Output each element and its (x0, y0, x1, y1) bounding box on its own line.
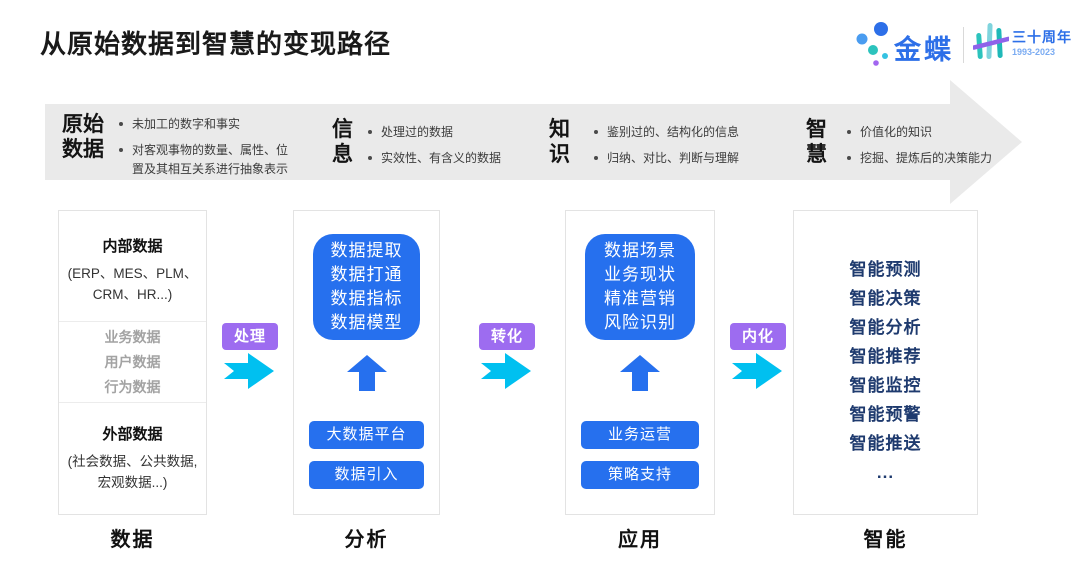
footer-data: 数据 (110, 529, 155, 551)
stage-wisdom: 智慧 价值化的知识 挖掘、提炼后的决策能力 (806, 117, 1015, 175)
bullet-row: 鉴别过的、结构化的信息 (594, 123, 784, 142)
banner-arrow-body (45, 104, 950, 180)
bullet-row: 处理过的数据 (368, 123, 536, 142)
bullet-row: 实效性、有含义的数据 (368, 149, 536, 168)
external-data-section: 外部数据 (社会数据、公共数据,宏观数据...) (59, 403, 206, 514)
bullet-row: 价值化的知识 (847, 123, 1015, 142)
internal-data-sources: (ERP、MES、PLM、CRM、HR...) (67, 266, 198, 302)
anniversary-years: 1993-2023 (1012, 47, 1056, 57)
card-line: 风险识别 (604, 313, 676, 332)
bullet-row: 归纳、对比、判断与理解 (594, 149, 784, 168)
smart-item: 智能预警 (849, 405, 922, 424)
column-analysis-box: 数据提取 数据打通 数据指标 数据模型 大数据平台 数据引入 (293, 210, 440, 515)
card-line: 数据场景 (604, 241, 676, 260)
card-line: 数据打通 (330, 265, 403, 284)
smart-item: 智能决策 (849, 289, 922, 308)
data-type-item: 行为数据 (104, 378, 161, 395)
kingdee-dots-icon (856, 22, 888, 66)
card-line: 数据提取 (330, 241, 403, 260)
footer-intelligence: 智能 (863, 529, 908, 551)
kingdee-brand-name: 金蝶 (894, 35, 954, 65)
business-operation-label: 业务运营 (581, 421, 699, 449)
stage-label: 信息 (332, 118, 353, 166)
stage-knowledge: 知识 鉴别过的、结构化的信息 归纳、对比、判断与理解 (549, 117, 784, 175)
stage-label: 原始数据 (62, 113, 104, 161)
flow-internalize: 内化 (729, 323, 787, 390)
footer-analysis: 分析 (344, 529, 389, 551)
stage-bullets: 鉴别过的、结构化的信息 归纳、对比、判断与理解 (594, 117, 784, 175)
bullet-dot-icon (368, 130, 372, 134)
bullet-row: 挖掘、提炼后的决策能力 (847, 149, 1015, 168)
stage-information: 信息 处理过的数据 实效性、有含义的数据 (332, 117, 536, 175)
smart-item: 智能监控 (849, 376, 922, 395)
big-data-platform-label: 大数据平台 (309, 421, 424, 449)
strategy-support-label: 策略支持 (581, 461, 699, 489)
external-data-title: 外部数据 (102, 426, 163, 443)
stage-bullets: 处理过的数据 实效性、有含义的数据 (368, 117, 536, 175)
up-arrow-icon (346, 355, 387, 391)
bullet-dot-icon (594, 130, 598, 134)
stage-label: 智慧 (806, 118, 827, 166)
smart-item-ellipsis: ... (876, 463, 895, 482)
data-type-item: 用户数据 (104, 353, 161, 370)
column-data-box: 内部数据 (ERP、MES、PLM、CRM、HR...) 业务数据 用户数据 行… (58, 210, 207, 515)
right-arrow-icon (224, 353, 274, 389)
page-title: 从原始数据到智慧的变现路径 (40, 29, 392, 59)
bullet-dot-icon (594, 156, 598, 160)
thirty-anniversary-icon (973, 23, 1009, 60)
stage-label: 知识 (549, 118, 570, 166)
bullet-dot-icon (119, 148, 123, 152)
column-application-box: 数据场景 业务现状 精准营销 风险识别 业务运营 策略支持 (565, 210, 715, 515)
smart-item: 智能推送 (849, 434, 922, 453)
right-arrow-icon (481, 353, 531, 389)
internal-data-title: 内部数据 (102, 238, 163, 255)
smart-item: 智能预测 (849, 260, 922, 279)
card-line: 数据指标 (330, 289, 403, 308)
card-line: 业务现状 (604, 265, 676, 284)
smart-item: 智能推荐 (849, 347, 922, 366)
flow-transform: 转化 (478, 323, 536, 390)
flow-label-internalize: 内化 (730, 323, 786, 350)
analysis-capability-card: 数据提取 数据打通 数据指标 数据模型 (313, 234, 420, 340)
stage-bullets: 未加工的数字和事实 对客观事物的数量、属性、位置及其相互关系进行抽象表示 (119, 112, 297, 186)
flow-label-transform: 转化 (479, 323, 535, 350)
bullet-dot-icon (119, 122, 123, 126)
flow-label-process: 处理 (222, 323, 278, 350)
stage-bullets: 价值化的知识 挖掘、提炼后的决策能力 (847, 117, 1015, 175)
stage-raw-data: 原始数据 未加工的数字和事实 对客观事物的数量、属性、位置及其相互关系进行抽象表… (62, 112, 297, 186)
banner-arrow-head (950, 80, 1022, 204)
smart-item: 智能分析 (849, 318, 922, 337)
column-intelligence-box: 智能预测 智能决策 智能分析 智能推荐 智能监控 智能预警 智能推送 ... (793, 210, 978, 515)
internal-data-section: 内部数据 (ERP、MES、PLM、CRM、HR...) (59, 211, 206, 322)
anniversary-text: 三十周年 1993-2023 (1012, 30, 1072, 57)
card-line: 数据模型 (330, 313, 403, 332)
anniversary-label: 三十周年 (1012, 29, 1072, 45)
logo-divider (963, 27, 964, 63)
footer-application: 应用 (618, 529, 662, 551)
right-arrow-icon (732, 353, 782, 389)
up-arrow-icon (620, 355, 660, 391)
bullet-dot-icon (368, 156, 372, 160)
external-data-sources: (社会数据、公共数据,宏观数据...) (67, 454, 198, 490)
middle-data-section: 业务数据 用户数据 行为数据 (59, 322, 206, 403)
flow-process: 处理 (221, 323, 279, 390)
bullet-row: 未加工的数字和事实 (119, 115, 297, 134)
application-scenario-card: 数据场景 业务现状 精准营销 风险识别 (585, 234, 695, 340)
data-import-label: 数据引入 (309, 461, 424, 489)
data-type-item: 业务数据 (104, 328, 161, 345)
bullet-dot-icon (847, 156, 851, 160)
bullet-dot-icon (847, 130, 851, 134)
bullet-row: 对客观事物的数量、属性、位置及其相互关系进行抽象表示 (119, 141, 297, 179)
card-line: 精准营销 (604, 289, 676, 308)
